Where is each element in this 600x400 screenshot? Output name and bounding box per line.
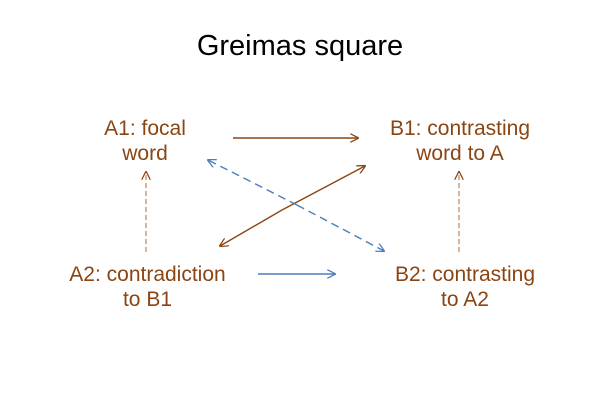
arrow-a2-to-b1 [281, 166, 365, 211]
node-b2-line-2: to A2 [441, 288, 489, 311]
node-a1-line-1: A1: focal [104, 117, 186, 140]
node-a2-contradiction: A2: contradiction to B1 [25, 262, 270, 312]
node-a1-focal-word: A1: focal word [40, 116, 250, 166]
node-a1-line-2: word [122, 142, 168, 165]
node-b2-contrasting: B2: contrasting to A2 [345, 262, 585, 312]
node-b1-contrasting-word: B1: contrasting word to A [345, 116, 575, 166]
node-a2-line-2: to B1 [122, 288, 173, 311]
node-b2-line-1: B2: contrasting [394, 263, 536, 286]
node-a2-line-1: A2: contradiction [69, 263, 226, 286]
arrow-b2-to-a1-dashed [208, 160, 298, 206]
diagram-title: Greimas square [196, 30, 404, 62]
arrow-a1-to-b2-dashed [296, 204, 384, 251]
node-b1-line-2: word to A [416, 142, 504, 165]
node-b1-line-1: B1: contrasting [389, 117, 531, 140]
arrow-b1-to-a2 [220, 209, 283, 246]
